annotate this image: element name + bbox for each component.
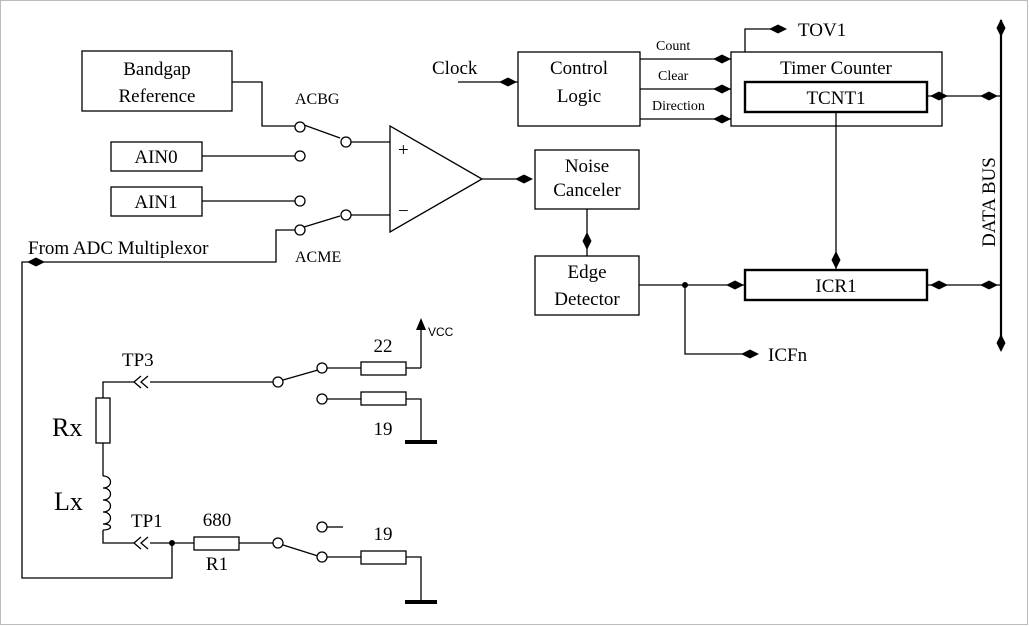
acme-label: ACME (295, 249, 341, 266)
acme-switch-blade (303, 215, 341, 228)
resistor-r1 (193, 536, 240, 551)
svg-text:AIN1: AIN1 (134, 192, 177, 213)
upper-switch-blade (282, 369, 319, 381)
lx-to-tp1-wire (102, 530, 134, 544)
tcnt1-to-icr1-arrow (831, 251, 841, 269)
direction-arrow (713, 114, 731, 124)
svg-text:Noise: Noise (565, 156, 609, 177)
svg-text:AIN0: AIN0 (134, 147, 177, 168)
edge-to-icr1-arrow (726, 280, 744, 290)
svg-text:Bandgap: Bandgap (123, 59, 191, 80)
tov1-wire (744, 28, 781, 52)
resistor-22 (360, 361, 407, 376)
acme-contact-adc (294, 224, 306, 236)
upper-contact-19 (316, 393, 328, 405)
r1-name-label: R1 (206, 554, 228, 575)
lx-label: Lx (54, 487, 83, 516)
adc-mux-wire (42, 229, 295, 263)
rx-label: Rx (52, 413, 82, 442)
edge-detector-block: Edge Detector (534, 255, 640, 316)
r19-bottom-ground-wire (406, 556, 422, 601)
icfn-label: ICFn (768, 345, 808, 366)
icfn-wire (684, 285, 752, 355)
svg-text:Detector: Detector (554, 289, 620, 310)
count-arrow (713, 54, 731, 64)
r1-value-label: 680 (203, 510, 232, 531)
svg-text:Reference: Reference (119, 86, 196, 107)
analog-comparator: + − (389, 124, 484, 234)
tcnt1-label: TCNT1 (806, 88, 865, 109)
svg-text:Canceler: Canceler (553, 180, 621, 201)
acbg-switch-pivot (340, 136, 352, 148)
tp1-connector (133, 536, 149, 550)
clock-arrow (499, 77, 517, 87)
tp3-connector (133, 375, 149, 389)
comparator-output-arrow (515, 174, 533, 184)
svg-text:ICR1: ICR1 (815, 276, 856, 297)
resistor-19-top-label: 19 (374, 419, 393, 440)
tov1-arrow (769, 24, 787, 34)
upper-switch-pivot (272, 376, 284, 388)
control-logic-block: Control Logic (517, 51, 641, 127)
data-bus-bottom-arrow (996, 334, 1006, 352)
svg-text:Control: Control (550, 58, 608, 79)
tp1-label: TP1 (131, 511, 163, 532)
acme-switch-pivot (340, 209, 352, 221)
tcnt1-bus-arrow-right (980, 91, 998, 101)
svg-text:Edge: Edge (567, 262, 606, 283)
upper-contact-22 (316, 362, 328, 374)
bandgap-wire (232, 81, 299, 127)
direction-label: Direction (652, 99, 705, 114)
comparator-plus-sign: + (398, 140, 409, 161)
adc-feedback-wire (21, 261, 173, 579)
clock-label: Clock (432, 58, 478, 79)
icfn-arrow (741, 349, 759, 359)
noise-canceler-block: Noise Canceler (534, 149, 640, 210)
ain0-block: AIN0 (110, 141, 203, 172)
r19-top-ground-wire (406, 398, 422, 441)
lower-switch-pivot (272, 537, 284, 549)
data-bus-label: DATA BUS (979, 157, 1000, 247)
icr1-bus-arrow-right (980, 280, 998, 290)
svg-text:Timer Counter: Timer Counter (780, 58, 892, 79)
comparator-minus-sign: − (398, 201, 409, 222)
clear-label: Clear (658, 69, 689, 84)
lower-contact-19 (316, 551, 328, 563)
tcnt1-register (743, 80, 929, 114)
tp3-to-rx-wire (102, 381, 134, 398)
svg-text:Logic: Logic (557, 86, 601, 107)
vcc-label: VCC (428, 325, 454, 339)
lower-contact-open (316, 521, 328, 533)
acbg-switch-blade (303, 124, 341, 139)
lower-switch-blade (282, 544, 319, 557)
count-label: Count (656, 39, 690, 54)
resistor-19-top (360, 391, 407, 406)
resistor-19-bottom-label: 19 (374, 524, 393, 545)
resistor-19-bottom (360, 550, 407, 565)
acme-contact-ain1 (294, 195, 306, 207)
icr1-register: ICR1 (743, 268, 929, 302)
data-bus-top-arrow (996, 19, 1006, 37)
vcc-arrow (416, 318, 426, 330)
bandgap-reference-block: Bandgap Reference (81, 50, 233, 112)
noise-to-edge-arrow (582, 232, 592, 250)
tp3-label: TP3 (122, 350, 154, 371)
from-adc-label: From ADC Multiplexor (28, 238, 209, 259)
ain1-block: AIN1 (110, 186, 203, 217)
acbg-label: ACBG (295, 91, 340, 108)
acbg-contact-bandgap (294, 121, 306, 133)
clear-arrow (713, 84, 731, 94)
resistor-22-label: 22 (374, 336, 393, 357)
lx-inductor (102, 475, 112, 531)
tov1-label: TOV1 (798, 20, 846, 41)
acbg-contact-ain0 (294, 150, 306, 162)
icr1-bus-arrow-left (930, 280, 948, 290)
rx-resistor (95, 397, 111, 444)
